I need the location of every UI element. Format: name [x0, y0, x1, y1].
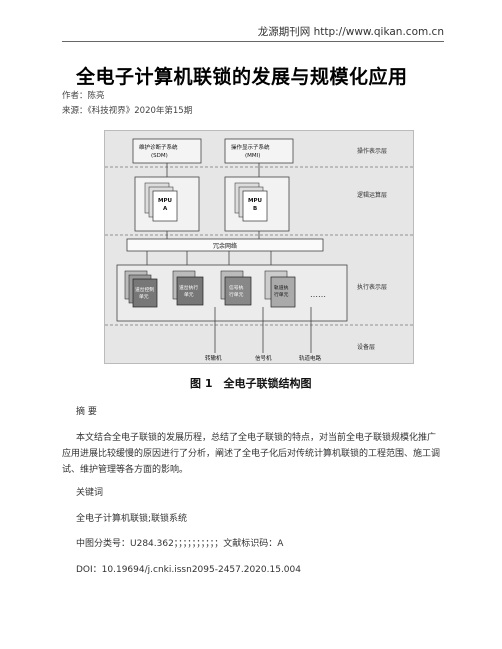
article-source: 来源：《科技视界》2020年第15期	[62, 106, 193, 116]
device-track-circuit: 轨道电路	[299, 354, 322, 362]
abstract-heading: 摘 要	[76, 407, 97, 417]
site-header: 龙源期刊网 http://www.qikan.com.cn	[257, 26, 444, 38]
doi-line: DOI：10.19694/j.cnki.issn2095-2457.2020.1…	[76, 565, 301, 575]
mmi-box	[224, 138, 294, 164]
unit-switch-control	[132, 278, 158, 308]
redundant-network-label: 冗余网络	[213, 242, 237, 250]
layer-label-logic: 逻辑运算层	[357, 191, 387, 199]
header-divider	[62, 41, 444, 42]
article-author: 作者：陈亮	[62, 91, 105, 101]
sdm-label: 维护诊断子系统(SDM)	[139, 143, 178, 159]
unit-track-exec	[270, 276, 296, 308]
keywords-body: 全电子计算机联锁;联锁系统	[76, 514, 188, 524]
unit-switch-control-label: 道岔控制单元	[135, 286, 154, 300]
article-title: 全电子计算机联锁的发展与规模化应用	[76, 66, 408, 88]
device-switch-machine: 转辙机	[205, 354, 222, 362]
more-units-ellipsis: ……	[310, 290, 326, 299]
unit-switch-exec	[176, 276, 204, 306]
figure-caption: 图 1 全电子联锁结构图	[190, 377, 312, 390]
layer-label-device: 设备层	[357, 343, 375, 351]
unit-switch-exec-label: 道岔执行单元	[179, 284, 198, 298]
redundant-network-bar	[126, 238, 324, 252]
abstract-body: 本文结合全电子联锁的发展历程，总结了全电子联锁的特点，对当前全电子联锁规模化推广…	[62, 433, 441, 475]
mpu-a-box	[152, 190, 178, 222]
unit-signal-exec	[224, 276, 252, 306]
mmi-label: 操作显示子系统(MMI)	[231, 143, 270, 159]
layer-label-execution: 执行表示层	[357, 283, 387, 291]
layer-label-operation: 操作表示层	[357, 147, 387, 155]
unit-track-exec-label: 轨道执行单元	[274, 284, 289, 298]
sdm-box	[132, 138, 202, 164]
interlocking-architecture-figure: 操作表示层 逻辑运算层 执行表示层 设备层 维护诊断子系统(SDM) 操作显示子…	[104, 130, 414, 364]
classification-line: 中图分类号：U284.362；；；；；；；；；；文献标识码：A	[76, 539, 284, 549]
layer-dividers	[105, 166, 413, 326]
keywords-heading: 关键词	[76, 488, 104, 498]
unit-signal-exec-label: 信号执行单元	[229, 284, 244, 298]
mpu-b-box	[242, 190, 268, 222]
device-signal: 信号机	[255, 354, 272, 362]
